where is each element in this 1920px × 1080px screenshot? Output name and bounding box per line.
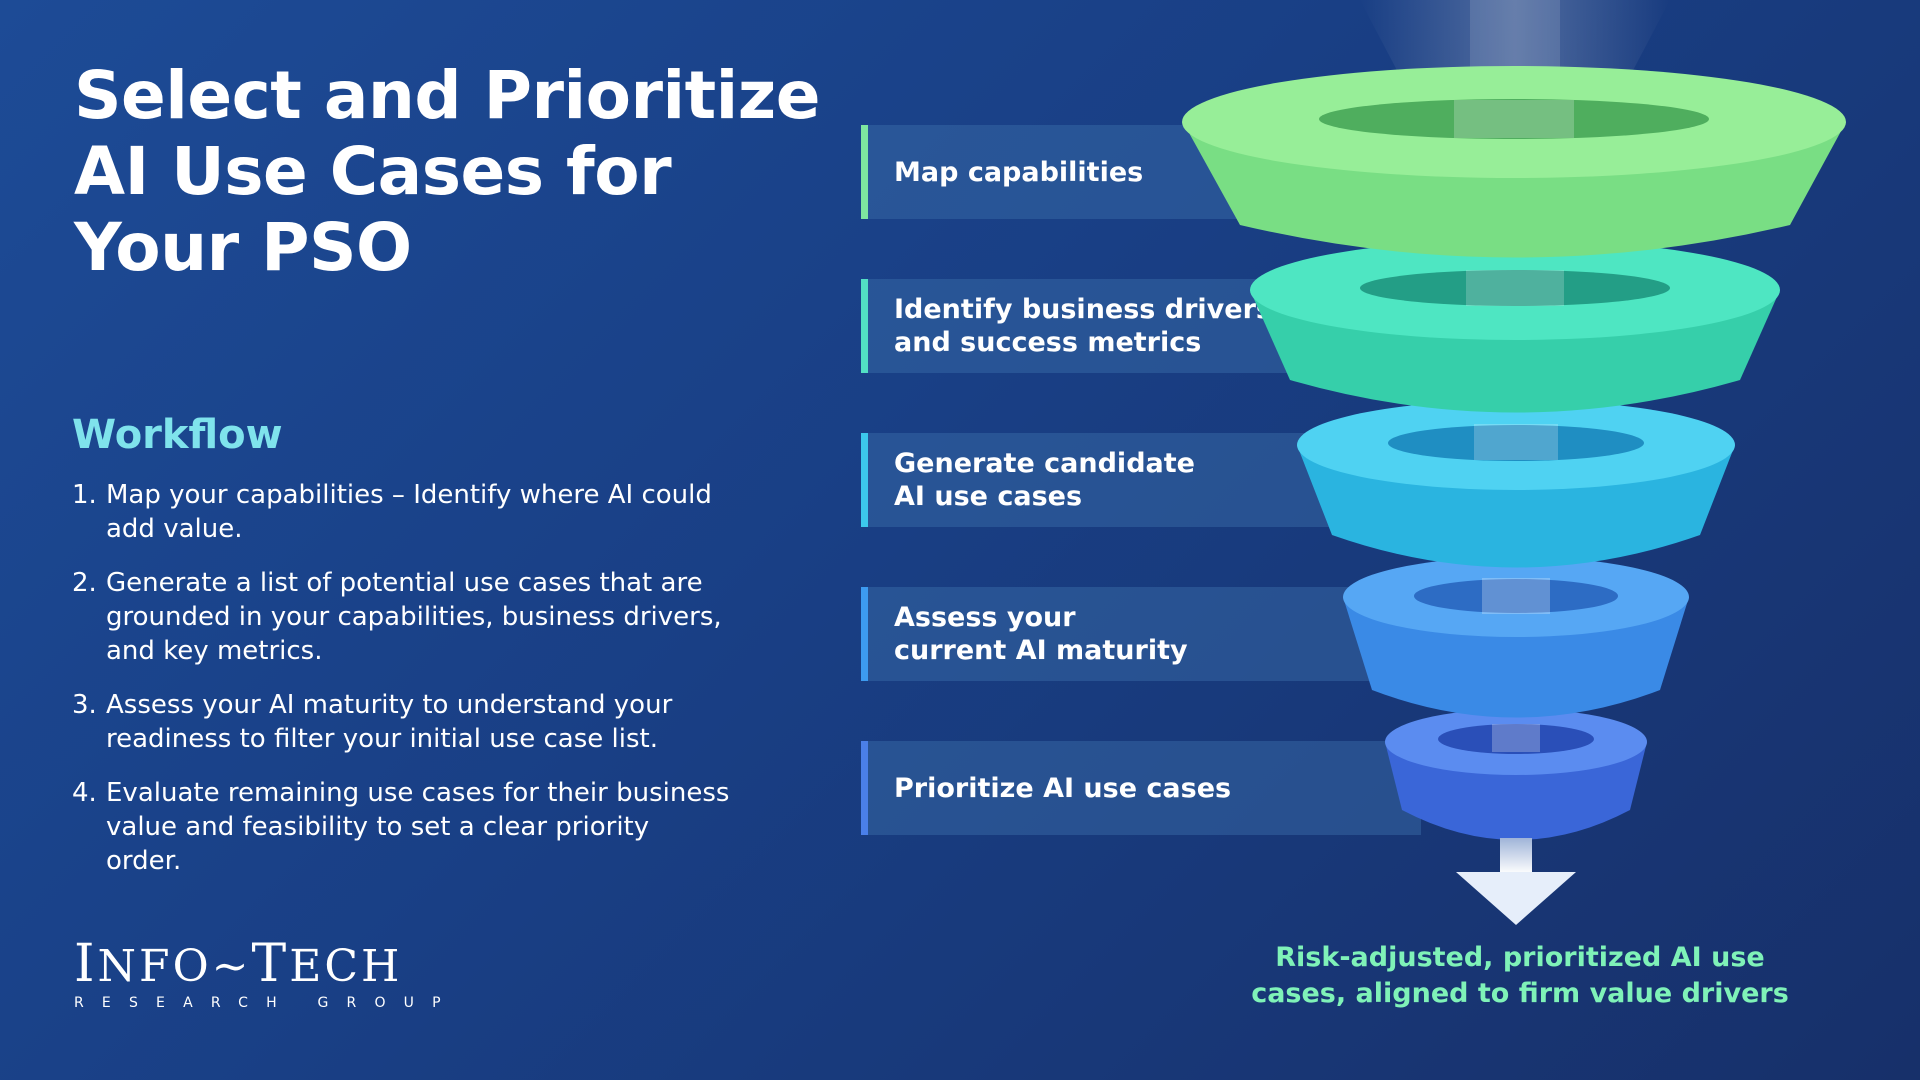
stage-band-generate-use-cases: Generate candidate AI use cases: [861, 433, 1341, 527]
logo-wordmark: INFO~TECH: [74, 934, 403, 994]
title-line: AI Use Cases for: [74, 133, 672, 210]
step-text: Generate a list of potential use cases t…: [106, 568, 722, 666]
workflow-heading: Workflow: [72, 412, 283, 458]
funnel-outcome: Risk-adjusted, prioritized AI use cases,…: [1251, 942, 1789, 1009]
stage-band-assess-maturity: Assess your current AI maturity: [861, 587, 1371, 681]
stage-label: Identify business drivers and success me…: [894, 294, 1272, 358]
workflow-step: 2. Generate a list of potential use cases…: [72, 566, 732, 668]
stage-label: Generate candidate AI use cases: [894, 448, 1195, 512]
funnel-stage-2: [1250, 240, 1780, 413]
step-number: 3.: [72, 690, 97, 720]
title-line: Select and Prioritize: [74, 57, 821, 134]
step-text: Map your capabilities – Identify where A…: [106, 480, 712, 544]
step-number: 4.: [72, 778, 97, 808]
title-line: Your PSO: [74, 209, 412, 286]
funnel-stage-3: [1297, 400, 1735, 568]
step-number: 1.: [72, 480, 97, 510]
workflow-steps: 1. Map your capabilities – Identify where…: [72, 478, 732, 898]
workflow-step: 1. Map your capabilities – Identify where…: [72, 478, 732, 546]
stage-label: Map capabilities: [894, 156, 1144, 188]
stage-band-prioritize: Prioritize AI use cases: [861, 741, 1421, 835]
infotech-logo: INFO~TECH RESEARCH GROUP: [74, 934, 459, 1011]
stage-band-identify-drivers: Identify business drivers and success me…: [861, 279, 1321, 373]
funnel-stage-1: [1182, 66, 1846, 258]
funnel-stage-5: [1385, 709, 1647, 840]
stage-label: Assess your current AI maturity: [894, 602, 1188, 666]
logo-subtitle: RESEARCH GROUP: [74, 995, 459, 1011]
funnel-stage-4: [1343, 557, 1689, 718]
step-number: 2.: [72, 568, 97, 598]
page-title: Select and Prioritize AI Use Cases for Y…: [74, 58, 834, 286]
step-text: Evaluate remaining use cases for their b…: [106, 778, 730, 876]
stage-label: Prioritize AI use cases: [894, 772, 1232, 804]
workflow-step: 3. Assess your AI maturity to understand …: [72, 688, 732, 756]
step-text: Assess your AI maturity to understand yo…: [106, 690, 673, 754]
down-arrow-icon: [1456, 838, 1576, 925]
workflow-step: 4. Evaluate remaining use cases for their…: [72, 776, 732, 878]
